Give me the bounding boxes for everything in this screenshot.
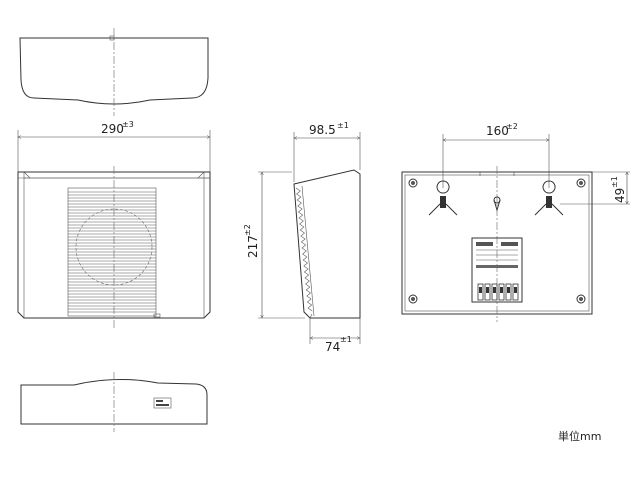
side-grille-edge: [295, 187, 313, 312]
mount-pitch-value: 160: [486, 124, 509, 138]
keyhole-mount: [534, 180, 564, 216]
front-view: 290 ±3: [17, 120, 211, 330]
terminal-strip: [477, 283, 519, 301]
front-width-tolerance: ±3: [122, 120, 134, 129]
mount-offset-value: 49: [613, 188, 627, 203]
mount-pitch-tolerance: ±2: [506, 122, 518, 131]
terminal: [512, 283, 519, 301]
side-view: 98.5 ±1 217 ±2 74 ±1: [243, 121, 361, 354]
base-depth-value: 74: [325, 340, 340, 354]
keyhole-mount: [428, 180, 458, 216]
rear-view: 160 ±2 49 ±1: [401, 122, 630, 322]
terminal: [505, 283, 512, 301]
terminal-screw: [479, 287, 482, 293]
center-keyhole: [493, 196, 501, 212]
terminal-screw: [500, 287, 503, 293]
terminal-screw: [493, 287, 496, 293]
terminal: [477, 283, 484, 301]
side-depth-tolerance: ±1: [337, 121, 349, 130]
mount-offset-tolerance: ±1: [610, 176, 619, 188]
bottom-view: [20, 372, 208, 432]
base-depth-tolerance: ±1: [340, 335, 352, 344]
terminal-screw: [486, 287, 489, 293]
top-view: [19, 28, 209, 116]
height-tolerance: ±2: [243, 224, 252, 236]
speaker-grille: [68, 191, 156, 313]
corner-screw: [408, 178, 418, 188]
unit-note: 単位mm: [558, 429, 601, 443]
terminal-screw: [507, 287, 510, 293]
terminal: [484, 283, 491, 301]
terminal-screw: [514, 287, 517, 293]
height-value: 217: [246, 235, 260, 258]
corner-screw: [576, 294, 586, 304]
front-width-value: 290: [101, 122, 124, 136]
corner-screw: [408, 294, 418, 304]
terminal: [498, 283, 505, 301]
terminal: [491, 283, 498, 301]
corner-screw: [576, 178, 586, 188]
side-depth-value: 98.5: [309, 123, 336, 137]
